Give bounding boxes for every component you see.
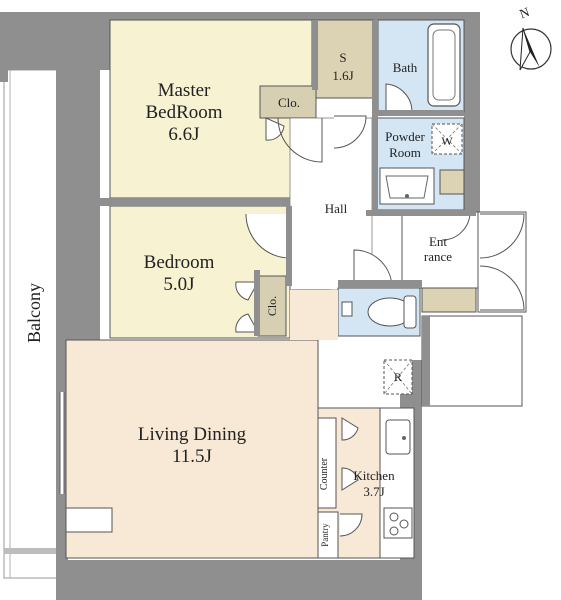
- master-closet-label: Clo.: [278, 95, 300, 110]
- master-bedroom-label: Master: [158, 80, 211, 101]
- shoe-storage: [421, 287, 477, 313]
- interior-walls: [100, 20, 476, 336]
- master-bedroom-label-2: BedRoom: [145, 102, 222, 123]
- stove-icon: [383, 507, 413, 539]
- powder-door: [333, 115, 367, 149]
- hall-label: Hall: [325, 201, 348, 216]
- powder-room-label: Powder: [385, 129, 425, 144]
- washer-icon: [431, 123, 463, 155]
- exterior-box: [421, 315, 523, 407]
- pantry-label: Pantry: [320, 523, 330, 547]
- kitchen-label: Kitchen: [353, 468, 395, 483]
- bath-label: Bath: [393, 60, 418, 75]
- kitchen-cabinet-doors: [341, 417, 359, 491]
- living-dining-label: Living Dining: [138, 424, 247, 445]
- kitchen-sink: [385, 419, 411, 455]
- fridge-icon: [383, 359, 413, 395]
- toilet-icon: [341, 295, 417, 329]
- entrance-label: Ent: [429, 234, 447, 249]
- bedroom-label: Bedroom: [144, 252, 215, 273]
- entrance-door: [477, 211, 527, 313]
- master-bedroom-size: 6.6J: [168, 124, 199, 145]
- pantry: [317, 511, 339, 559]
- storage-label: S: [339, 50, 346, 65]
- dining-counter: [317, 417, 337, 509]
- bedroom-closet-label: Clo.: [265, 296, 279, 316]
- washer-label: W: [441, 134, 453, 148]
- living-dining-floor-ext: [290, 290, 338, 340]
- compass-icon: N: [510, 4, 552, 71]
- closet-doors-bedroom: [235, 281, 259, 333]
- bedroom-closet: [257, 275, 287, 337]
- compass-north-label: N: [517, 4, 532, 22]
- master-closet: [259, 85, 317, 119]
- bath-door: [385, 83, 413, 113]
- storage-size: 1.6J: [332, 68, 353, 83]
- balcony-area: [3, 69, 62, 579]
- bedroom-size: 5.0J: [163, 274, 194, 295]
- fridge-label: R: [394, 370, 402, 384]
- entrance-label-2: rance: [424, 249, 452, 264]
- balcony-label: Balcony: [24, 283, 44, 343]
- kitchen-size: 3.7J: [363, 484, 384, 499]
- storage-floor: [311, 19, 375, 99]
- living-dining-size: 11.5J: [172, 446, 212, 467]
- master-door: [277, 117, 323, 163]
- counter-label: Counter: [319, 457, 330, 490]
- powder-room-label-2: Room: [389, 145, 421, 160]
- floor-column: [65, 507, 113, 533]
